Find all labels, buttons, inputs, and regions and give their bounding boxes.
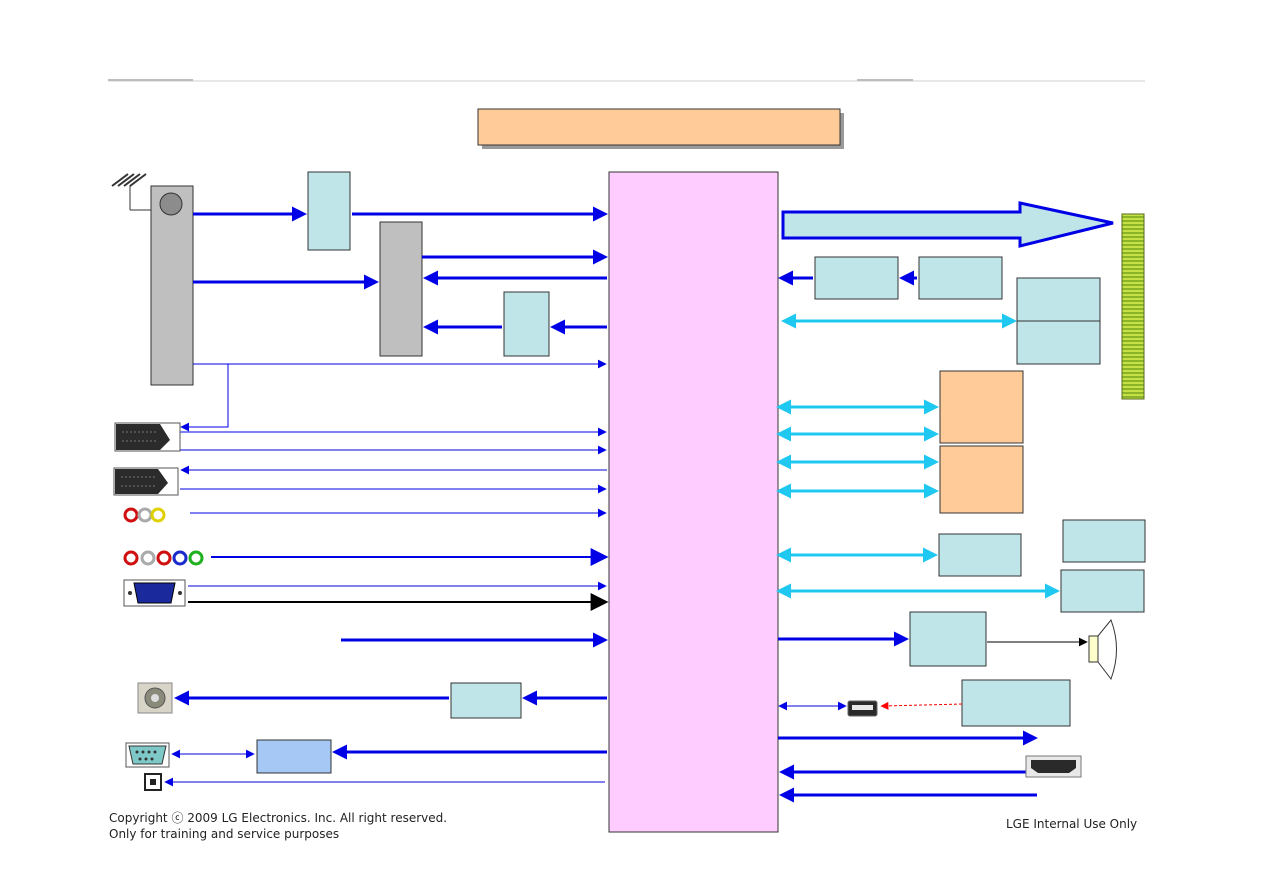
headphone-jack-icon bbox=[137, 682, 173, 714]
memory-block-top bbox=[1016, 277, 1101, 322]
rs232-connector-icon bbox=[125, 742, 170, 768]
rca-av-connector-icon bbox=[123, 507, 166, 523]
right-block-2 bbox=[918, 256, 1003, 300]
scart-connector-2-icon bbox=[113, 467, 179, 496]
left-signal-arrows bbox=[164, 206, 609, 787]
main-soc-block bbox=[608, 171, 779, 833]
rca-component-connector-icon bbox=[123, 550, 204, 566]
scart-connector-icon bbox=[114, 422, 181, 452]
flash-block bbox=[938, 533, 1022, 577]
internal-use-text: LGE Internal Use Only bbox=[1006, 817, 1138, 831]
purpose-text: Only for training and service purposes bbox=[109, 827, 340, 841]
small-buffer-block bbox=[503, 291, 550, 357]
speaker-icon bbox=[1088, 619, 1117, 681]
right-block-1 bbox=[814, 256, 899, 300]
ddr-block-2 bbox=[939, 445, 1024, 514]
antenna-icon bbox=[111, 173, 151, 211]
header-rule bbox=[108, 79, 1145, 82]
analog-if-block bbox=[379, 221, 423, 357]
lcd-panel-connector bbox=[1121, 213, 1145, 400]
i2c-device-block bbox=[1060, 569, 1145, 613]
rs232-driver-block bbox=[256, 739, 332, 774]
usb-port-icon bbox=[847, 700, 878, 717]
demod-block bbox=[307, 171, 351, 251]
hdmi-port-icon bbox=[1025, 755, 1082, 778]
memory-block-bottom bbox=[1016, 320, 1101, 365]
eeprom-block bbox=[1062, 519, 1146, 563]
ddr-block-1 bbox=[939, 370, 1024, 444]
title-box bbox=[477, 108, 844, 149]
tuner-block bbox=[150, 185, 194, 386]
headphone-amp-block bbox=[450, 682, 522, 719]
optical-spdif-icon bbox=[144, 773, 162, 791]
right-signal-arrows bbox=[776, 270, 1088, 803]
lvds-output-arrow bbox=[781, 201, 1114, 248]
usb-power-block bbox=[961, 679, 1071, 727]
copyright-text: Copyright ⓒ 2009 LG Electronics. Inc. Al… bbox=[109, 811, 448, 825]
audio-amp-block bbox=[909, 611, 987, 667]
vga-connector-icon bbox=[123, 579, 186, 607]
